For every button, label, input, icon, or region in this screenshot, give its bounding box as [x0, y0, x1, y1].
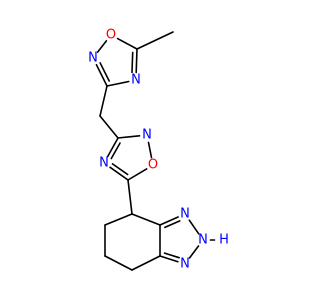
- atom-label-n2b: N: [142, 128, 152, 143]
- atom-label-o1b: O: [148, 158, 158, 173]
- atom-label-h2: H: [219, 233, 229, 248]
- atom-label-n2: N: [198, 233, 208, 248]
- bond-C5b-C4: [127, 179, 133, 215]
- atom-label-n4a: N: [131, 73, 141, 88]
- bond-N2a-C3a: [95, 63, 108, 87]
- bond-N3-N2: [188, 219, 200, 235]
- bond-C7-C6: [104, 255, 133, 271]
- bond-C5a-O1a: [116, 37, 138, 50]
- bond-N2a-C3a-inner: [99, 61, 110, 82]
- bond-C3a-C_ch2: [99, 85, 108, 117]
- bond-N4a-C5a: [135, 48, 138, 74]
- bond-C_ch2-C3b: [99, 115, 119, 139]
- bond-O1b-C5b: [127, 168, 148, 181]
- atom-label-n2a: N: [88, 51, 98, 66]
- bond-N4b-C3b: [106, 137, 119, 158]
- bond-C3a_r-N3: [159, 216, 179, 226]
- bond-C3b-N2b: [117, 135, 141, 139]
- atom-label-n4b: N: [99, 156, 109, 171]
- bond-C7a-C7: [131, 255, 161, 271]
- bond-C5-C4: [104, 213, 133, 226]
- bond-N4b-C3b-inner: [110, 142, 121, 160]
- bond-C_me-C5a: [136, 31, 174, 50]
- bond-N2-N1: [188, 245, 200, 259]
- atom-label-o1a: O: [106, 28, 116, 43]
- bond-C3a-N4a: [106, 80, 130, 87]
- bond-N1-C7a: [159, 255, 179, 263]
- bond-C4-C3a_r: [131, 213, 161, 226]
- bond-N4a-C5a-inner: [131, 51, 134, 74]
- bond-O1a-N2a: [96, 40, 108, 53]
- atom-label-n1: N: [180, 257, 190, 272]
- atom-label-n3: N: [180, 207, 190, 222]
- bond-N1-C7a-inner: [163, 252, 180, 259]
- bond-C5b-N4b: [109, 166, 129, 181]
- bond-C3a_r-N3-inner: [164, 220, 181, 229]
- bond-layer: [95, 31, 216, 271]
- bond-N2b-O1b: [147, 141, 153, 159]
- bond-C5b-N4b-inner: [111, 163, 129, 176]
